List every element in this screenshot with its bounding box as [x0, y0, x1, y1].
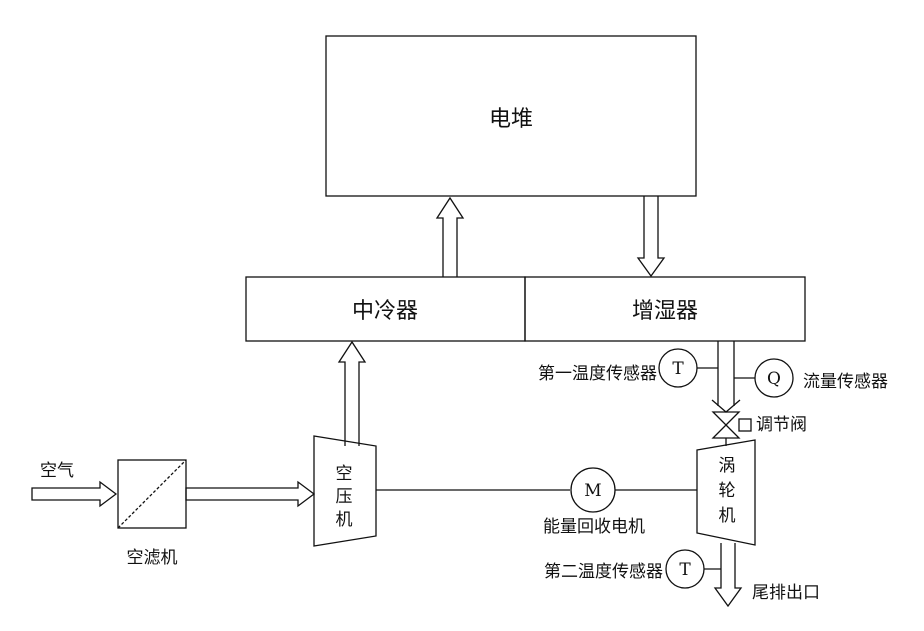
temp-sensor-2-symbol: T [679, 560, 691, 580]
turbine-char-2: 轮 [719, 481, 736, 501]
valve-label: 调节阀 [756, 415, 807, 435]
air-filter-diagonal [118, 460, 186, 528]
intercooler-label: 中冷器 [352, 299, 418, 324]
air-filter-label: 空滤机 [127, 548, 178, 568]
temp-sensor-1-symbol: T [672, 359, 684, 379]
air-label: 空气 [40, 461, 74, 481]
temp-sensor-2-label: 第二温度传感器 [544, 562, 663, 582]
exhaust-label: 尾排出口 [752, 583, 820, 603]
compressor-char-2: 压 [336, 487, 353, 507]
compressor-char-3: 机 [336, 510, 353, 530]
arrow-exhaust [715, 543, 741, 606]
humidifier-label: 增湿器 [632, 299, 698, 324]
turbine-char-3: 机 [719, 506, 736, 526]
arrow-intercooler-to-stack [437, 198, 463, 277]
stack-label: 电堆 [489, 107, 533, 132]
motor-symbol: M [584, 481, 601, 501]
valve-actuator [739, 419, 751, 431]
arrow-compressor-to-intercooler [339, 342, 365, 446]
compressor-char-1: 空 [336, 464, 353, 484]
turbine-char-1: 涡 [719, 456, 736, 476]
temp-sensor-1-label: 第一温度传感器 [538, 364, 657, 384]
arrow-stack-to-humidifier [638, 196, 664, 276]
flow-sensor-label: 流量传感器 [803, 372, 888, 392]
flow-sensor-symbol: Q [767, 369, 781, 389]
arrow-filter-to-compressor [186, 482, 314, 506]
arrow-air-inlet [32, 482, 116, 506]
pipe-to-valve-arrow [712, 400, 740, 412]
motor-label: 能量回收电机 [543, 517, 645, 537]
valve-shape [713, 412, 739, 438]
